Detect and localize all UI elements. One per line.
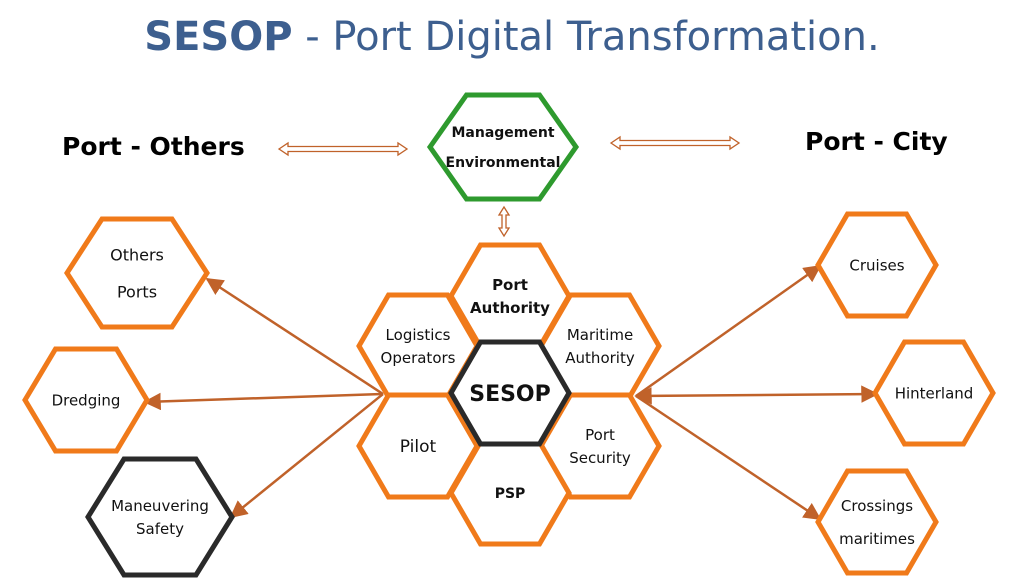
hex-label: Management [451, 125, 554, 141]
hexagon-shape [64, 216, 210, 330]
hex-label: Cruises [849, 256, 904, 274]
title-rest: - Port Digital Transformation. [292, 14, 880, 60]
hex-label: Authority [470, 299, 550, 317]
hex-label: Environmental [446, 155, 561, 171]
arrow-to-crossings [635, 394, 822, 521]
hex-label: SESOP [469, 382, 551, 407]
hex-label: Operators [381, 349, 456, 367]
hexagon-shape [22, 346, 150, 454]
hex-node-crossings: Crossings maritimes [815, 468, 939, 576]
hex-label: Safety [136, 520, 184, 538]
arrow-to-dredging [143, 392, 384, 411]
connector-management-city [609, 135, 741, 151]
hexagon-shape [85, 456, 235, 578]
hex-node-sesop: SESOP [448, 339, 572, 447]
hexagon-shape [872, 339, 996, 447]
connector-management-core [497, 205, 511, 238]
hex-label: Port [492, 276, 528, 294]
hex-label: maritimes [839, 530, 915, 548]
arrow-to-others-ports [205, 277, 384, 396]
hex-label: Hinterland [895, 384, 974, 402]
hex-label: Pilot [400, 437, 437, 457]
hex-label: Ports [117, 282, 157, 301]
hex-label: Security [569, 449, 631, 467]
hex-node-dredging: Dredging [22, 346, 150, 454]
hexagon-shape [815, 211, 939, 319]
hexagon-shape [426, 92, 580, 202]
hex-label: Authority [565, 349, 635, 367]
hex-label: Maneuvering [111, 497, 209, 515]
arrow-to-hinterland [634, 385, 879, 405]
hex-label: Others [110, 245, 164, 264]
hexagon-shape [448, 339, 572, 447]
page-title: SESOP - Port Digital Transformation. [0, 14, 1024, 60]
hex-label: Crossings [841, 497, 913, 515]
hexagon-shape [815, 468, 939, 576]
title-bold: SESOP [144, 14, 293, 60]
hex-label: PSP [495, 486, 526, 502]
connector-others-management [277, 141, 409, 157]
hex-node-cruises: Cruises [815, 211, 939, 319]
arrow-to-maneuvering [229, 393, 384, 519]
hex-label: Dredging [52, 391, 121, 409]
hex-node-hinterland: Hinterland [872, 339, 996, 447]
arrow-to-cruises [635, 264, 822, 398]
right-side-title: Port - City [805, 127, 948, 156]
hex-label: Maritime [567, 326, 633, 344]
hex-label: Logistics [386, 326, 451, 344]
left-side-title: Port - Others [62, 132, 245, 161]
hex-label: Port [585, 426, 615, 444]
